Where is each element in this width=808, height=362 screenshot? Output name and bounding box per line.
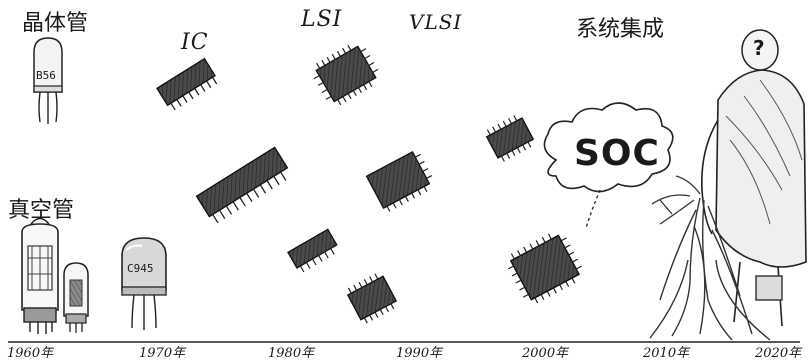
label-vlsi: VLSI [409,10,463,34]
marking-soc: SOC [574,133,660,174]
label-system-integration: 系统集成 [576,17,665,42]
transistor-b56-icon [33,37,63,124]
label-vacuum-tube: 真空管 [8,198,75,223]
marking-b56: B56 [36,69,56,82]
year-1960: 1960年 [7,346,54,361]
year-1980: 1980年 [268,346,315,361]
year-2000: 2000年 [522,346,569,361]
year-2020: 2020年 [755,346,802,361]
marking-c945: C945 [127,262,154,275]
marking-figure-head: ? [753,36,765,60]
soc-cloud-icon [543,102,674,229]
ic-dip-small-icon [156,57,218,111]
year-2010: 2010年 [643,346,690,361]
year-1970: 1970年 [139,346,186,361]
vlsi-chip-icon [485,115,535,162]
label-ic: IC [181,30,209,55]
transistor-c945-icon [121,237,167,330]
label-transistor: 晶体管 [22,11,89,36]
ic-dip-large-icon [195,146,289,224]
lsi-qfp-chip-3-icon [346,273,398,324]
vlsi-large-chip-icon [507,233,582,304]
year-1990: 1990年 [396,346,443,361]
figure-system-integration-icon [649,29,807,341]
lsi-qfp-chip-2-icon [365,151,433,212]
label-lsi: LSI [301,7,343,32]
vacuum-tube-small-icon [63,262,89,333]
vacuum-tube-large-icon [21,217,59,334]
lsi-qfp-chip-icon [313,44,379,106]
ic-dip-mid-icon [287,228,338,273]
